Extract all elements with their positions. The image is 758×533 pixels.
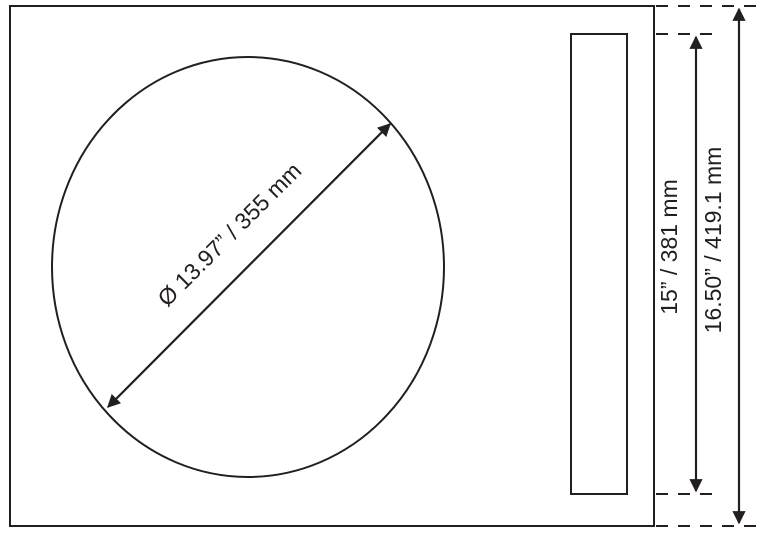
diameter-label: Ø 13.97” / 355 mm	[152, 157, 306, 311]
port-slot	[570, 33, 628, 495]
outer-height-label: 16.50” / 419.1 mm	[700, 147, 726, 334]
inner-height-label: 15” / 381 mm	[656, 179, 682, 315]
diameter-arrow	[107, 123, 391, 408]
cabinet-outline	[9, 5, 655, 527]
speaker-cutout-circle	[51, 56, 445, 478]
